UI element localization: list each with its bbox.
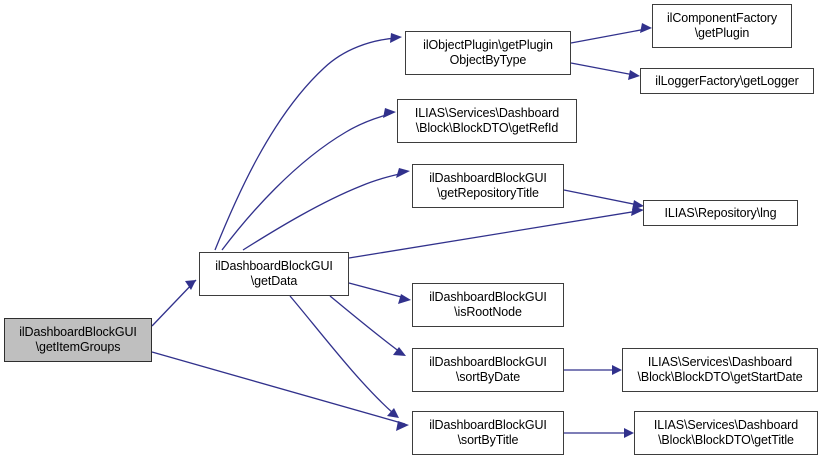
arrowhead-icon: [396, 168, 410, 178]
arrowhead-icon: [185, 280, 196, 290]
arrowhead-icon: [640, 23, 652, 33]
graph-node-getRefId[interactable]: ILIAS\Services\Dashboard \Block\BlockDTO…: [397, 99, 577, 143]
call-edge: [329, 295, 401, 353]
call-edge: [570, 62, 635, 76]
graph-node-isRootNode[interactable]: ilDashboardBlockGUI \isRootNode: [412, 283, 564, 327]
graph-node-getPluginObjectByType[interactable]: ilObjectPlugin\getPlugin ObjectByType: [405, 31, 571, 75]
call-edge: [151, 279, 197, 327]
call-edge: [214, 37, 397, 251]
graph-node-getStartDate[interactable]: ILIAS\Services\Dashboard \Block\BlockDTO…: [622, 348, 818, 392]
call-edge: [289, 295, 394, 414]
graph-node-getTitle[interactable]: ILIAS\Services\Dashboard \Block\BlockDTO…: [634, 411, 818, 455]
graph-node-getItemGroups[interactable]: ilDashboardBlockGUI \getItemGroups: [4, 318, 152, 362]
arrowhead-icon: [393, 347, 406, 356]
arrowhead-icon: [612, 365, 622, 375]
call-edge: [151, 351, 406, 425]
arrowhead-icon: [398, 294, 411, 304]
arrowhead-icon: [396, 421, 409, 431]
call-edge: [348, 210, 639, 259]
arrowhead-icon: [383, 108, 396, 118]
graph-node-getLogger[interactable]: ilLoggerFactory\getLogger: [640, 68, 814, 94]
graph-node-sortByTitle[interactable]: ilDashboardBlockGUI \sortByTitle: [412, 411, 564, 455]
arrowhead-icon: [632, 200, 644, 210]
call-edge: [563, 189, 639, 206]
graph-node-getRepositoryTitle[interactable]: ilDashboardBlockGUI \getRepositoryTitle: [412, 164, 564, 208]
call-edge: [348, 282, 406, 299]
graph-node-lng[interactable]: ILIAS\Repository\lng: [643, 200, 798, 226]
graph-node-getData[interactable]: ilDashboardBlockGUI \getData: [199, 252, 349, 296]
call-edge: [221, 113, 391, 251]
arrowhead-icon: [387, 408, 399, 418]
arrowhead-icon: [628, 70, 640, 80]
arrowhead-icon: [624, 428, 634, 438]
arrowhead-icon: [390, 33, 402, 43]
call-edge: [242, 172, 405, 251]
graph-node-componentFactoryGetPlugin[interactable]: ilComponentFactory \getPlugin: [652, 4, 792, 48]
call-edge: [570, 28, 647, 44]
graph-node-sortByDate[interactable]: ilDashboardBlockGUI \sortByDate: [412, 348, 564, 392]
